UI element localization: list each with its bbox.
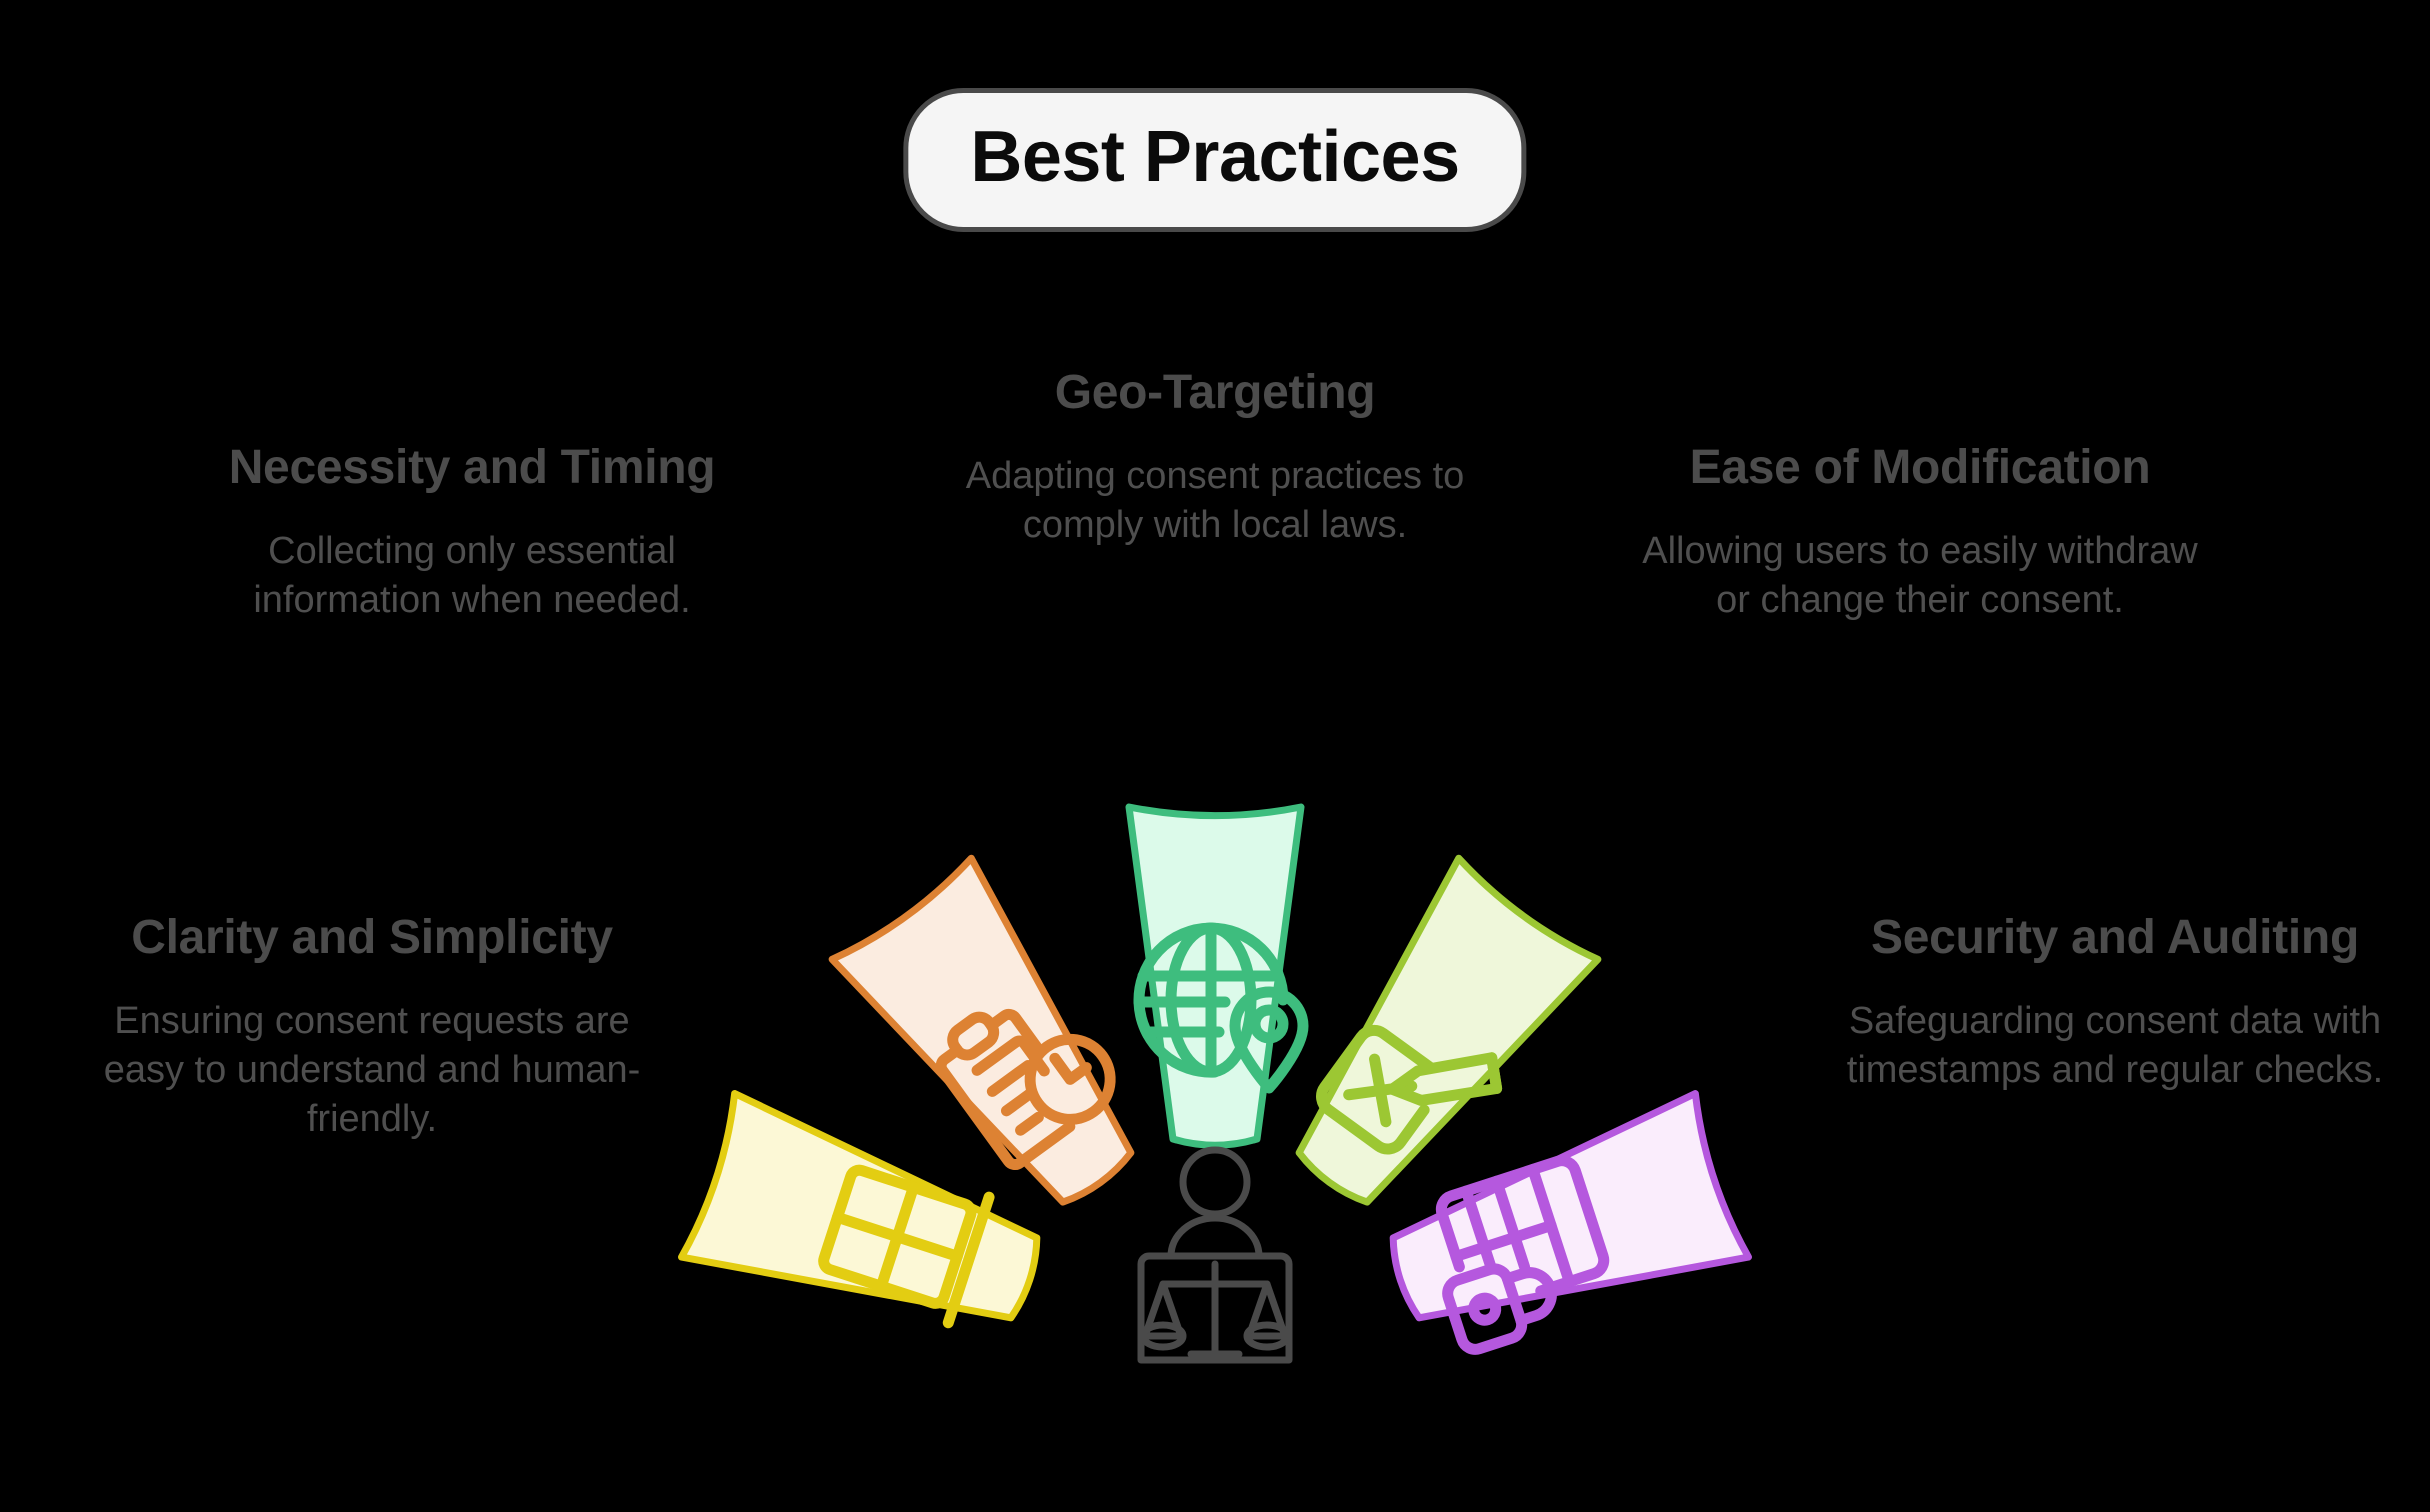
- segment-ease-of-modification[interactable]: [1260, 854, 1602, 1233]
- globe-location-pin-icon: [1133, 922, 1309, 1094]
- segment-body-necessity: Collecting only essential information wh…: [253, 529, 691, 622]
- segment-necessity[interactable]: [828, 854, 1170, 1233]
- segment-shape-clarity[interactable]: [678, 1090, 1057, 1362]
- page-title-pill: Best Practices: [903, 88, 1527, 232]
- segment-clarity[interactable]: [678, 1090, 1057, 1362]
- segment-heading-geo: Geo-Targeting: [1054, 366, 1376, 419]
- page-title: Best Practices: [970, 117, 1460, 197]
- segment-body-ease: Allowing users to easily withdraw or cha…: [1642, 529, 2198, 622]
- segment-heading-ease: Ease of Modification: [1689, 441, 2151, 494]
- semicircle-fan-diagram: [615, 700, 1815, 1364]
- segment-body-security: Safeguarding consent data with timestamp…: [1846, 999, 2384, 1092]
- clipboard-clock-icon: [935, 1008, 1116, 1170]
- segment-heading-necessity: Necessity and Timing: [228, 441, 716, 494]
- segment-body-geo: Adapting consent practices to comply wit…: [965, 454, 1465, 547]
- segment-shape-security-and-auditing[interactable]: [1374, 1090, 1752, 1362]
- window-grid-icon: [818, 1164, 995, 1329]
- edit-checkbox-pencil-icon: [1316, 1024, 1503, 1155]
- label-block-clarity: Clarity and Simplicity Ensuring consent …: [92, 910, 652, 1145]
- segment-geo-targeting[interactable]: [1125, 803, 1309, 1149]
- table-lock-icon: [1435, 1155, 1610, 1355]
- label-block-geo-targeting: Geo-Targeting Adapting consent practices…: [925, 365, 1505, 550]
- segment-heading-clarity: Clarity and Simplicity: [131, 911, 613, 964]
- label-block-security-and-auditing: Security and Auditing Safeguarding conse…: [1835, 910, 2395, 1095]
- segment-heading-security: Security and Auditing: [1871, 911, 2359, 964]
- segment-security-and-auditing[interactable]: [1374, 1090, 1752, 1366]
- segment-shape-ease-of-modification[interactable]: [1260, 854, 1602, 1233]
- judge-scales-icon: [1137, 1146, 1293, 1364]
- label-block-ease-of-modification: Ease of Modification Allowing users to e…: [1640, 440, 2200, 625]
- segment-body-clarity: Ensuring consent requests are easy to un…: [103, 999, 641, 1141]
- label-block-necessity: Necessity and Timing Collecting only ess…: [182, 440, 762, 625]
